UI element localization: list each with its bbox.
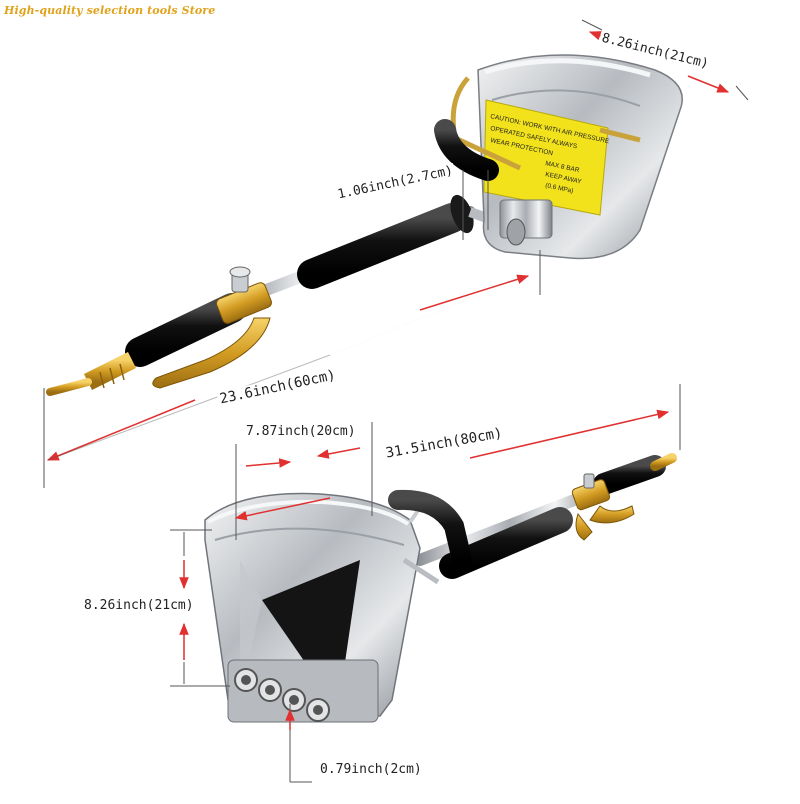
top-grip-flange (450, 194, 474, 234)
top-hopper-handle (434, 119, 499, 181)
top-rear-grip (297, 203, 467, 289)
store-watermark: High-quality selection tools Store (4, 4, 216, 17)
bottom-dimensions (170, 384, 681, 783)
bottom-outlet-holes (227, 659, 379, 723)
top-dimensions (43, 19, 749, 488)
dim-hopper-opening: 7.87inch(20cm) (244, 424, 358, 439)
bottom-front-grip (593, 455, 666, 495)
top-front-grip (125, 293, 247, 367)
bottom-valve-lever (589, 505, 635, 524)
bottom-hopper-handle (388, 489, 472, 570)
top-hopper-gun: CAUTION: WORK WITH AIR PRESSURE OPERATED… (46, 54, 683, 396)
dim-outlet-spacing: 0.79inch(2cm) (318, 762, 424, 777)
bottom-hopper-gun (204, 453, 677, 723)
bottom-air-fitting (650, 453, 677, 471)
top-valve-lever (152, 317, 271, 389)
dim-hopper-height: 8.26inch(21cm) (82, 598, 196, 613)
